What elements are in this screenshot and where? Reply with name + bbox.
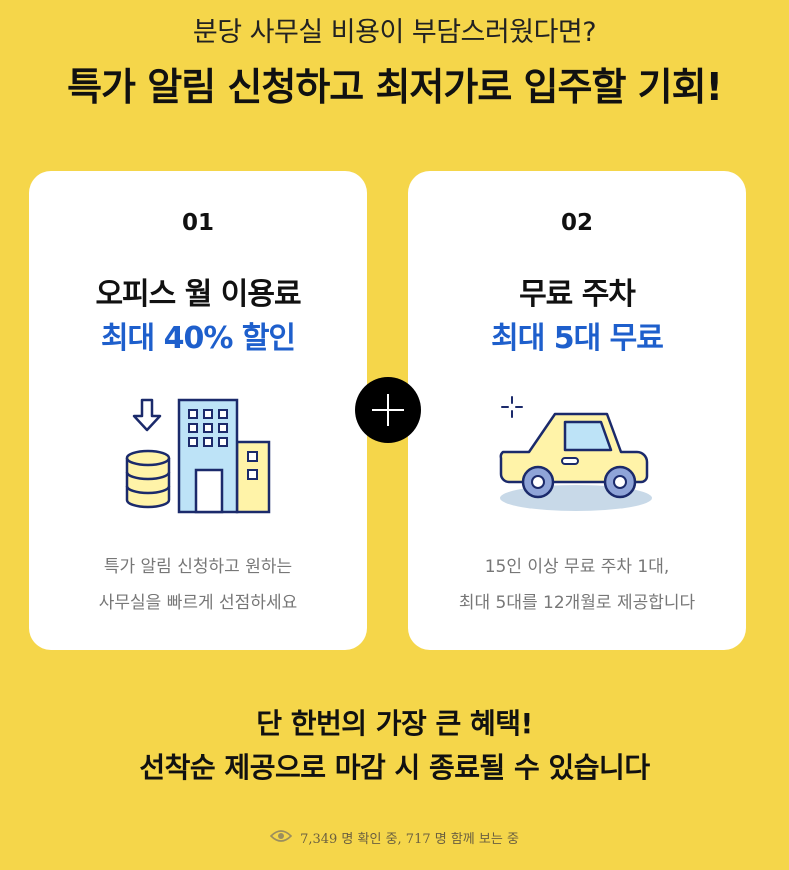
card-desc-line: 15인 이상 무료 주차 1대, [484, 557, 670, 577]
card-description: 특가 알림 신청하고 원하는 사무실을 빠르게 선점하세요 [29, 549, 367, 621]
card-highlight: 최대 40% 할인 [100, 321, 296, 356]
building-discount-icon [29, 386, 367, 526]
eye-icon [269, 829, 293, 847]
headline-title: 특가 알림 신청하고 최저가로 입주할 기회! [67, 65, 723, 109]
card-title: 무료 주차 [519, 277, 636, 312]
viewer-count: 7,349 명 확인 중, 717 명 함께 보는 중 [0, 828, 789, 847]
card-title: 오피스 월 이용료 [95, 277, 301, 312]
bottom-notice-line1: 단 한번의 가장 큰 혜택! [256, 707, 533, 740]
headline-subtitle: 분당 사무실 비용이 부담스러웠다면? [192, 17, 597, 48]
card-number: 02 [560, 210, 593, 236]
benefit-card-office: 01 오피스 월 이용료 최대 40% 할인 [29, 171, 367, 650]
card-highlight: 최대 5대 무료 [491, 321, 664, 356]
card-desc-line: 최대 5대를 12개월로 제공합니다 [458, 593, 696, 613]
card-desc-line: 사무실을 빠르게 선점하세요 [98, 593, 298, 613]
plus-icon [355, 377, 421, 443]
card-description: 15인 이상 무료 주차 1대, 최대 5대를 12개월로 제공합니다 [408, 549, 746, 621]
benefit-card-parking: 02 무료 주차 최대 5대 무료 15인 이상 무료 주차 1대, 최대 5 [408, 171, 746, 650]
car-icon [408, 386, 746, 526]
card-number: 01 [181, 210, 214, 236]
bottom-notice-line2: 선착순 제공으로 마감 시 종료될 수 있습니다 [139, 751, 650, 784]
card-desc-line: 특가 알림 신청하고 원하는 [103, 557, 293, 577]
viewer-count-text: 7,349 명 확인 중, 717 명 함께 보는 중 [300, 832, 519, 847]
